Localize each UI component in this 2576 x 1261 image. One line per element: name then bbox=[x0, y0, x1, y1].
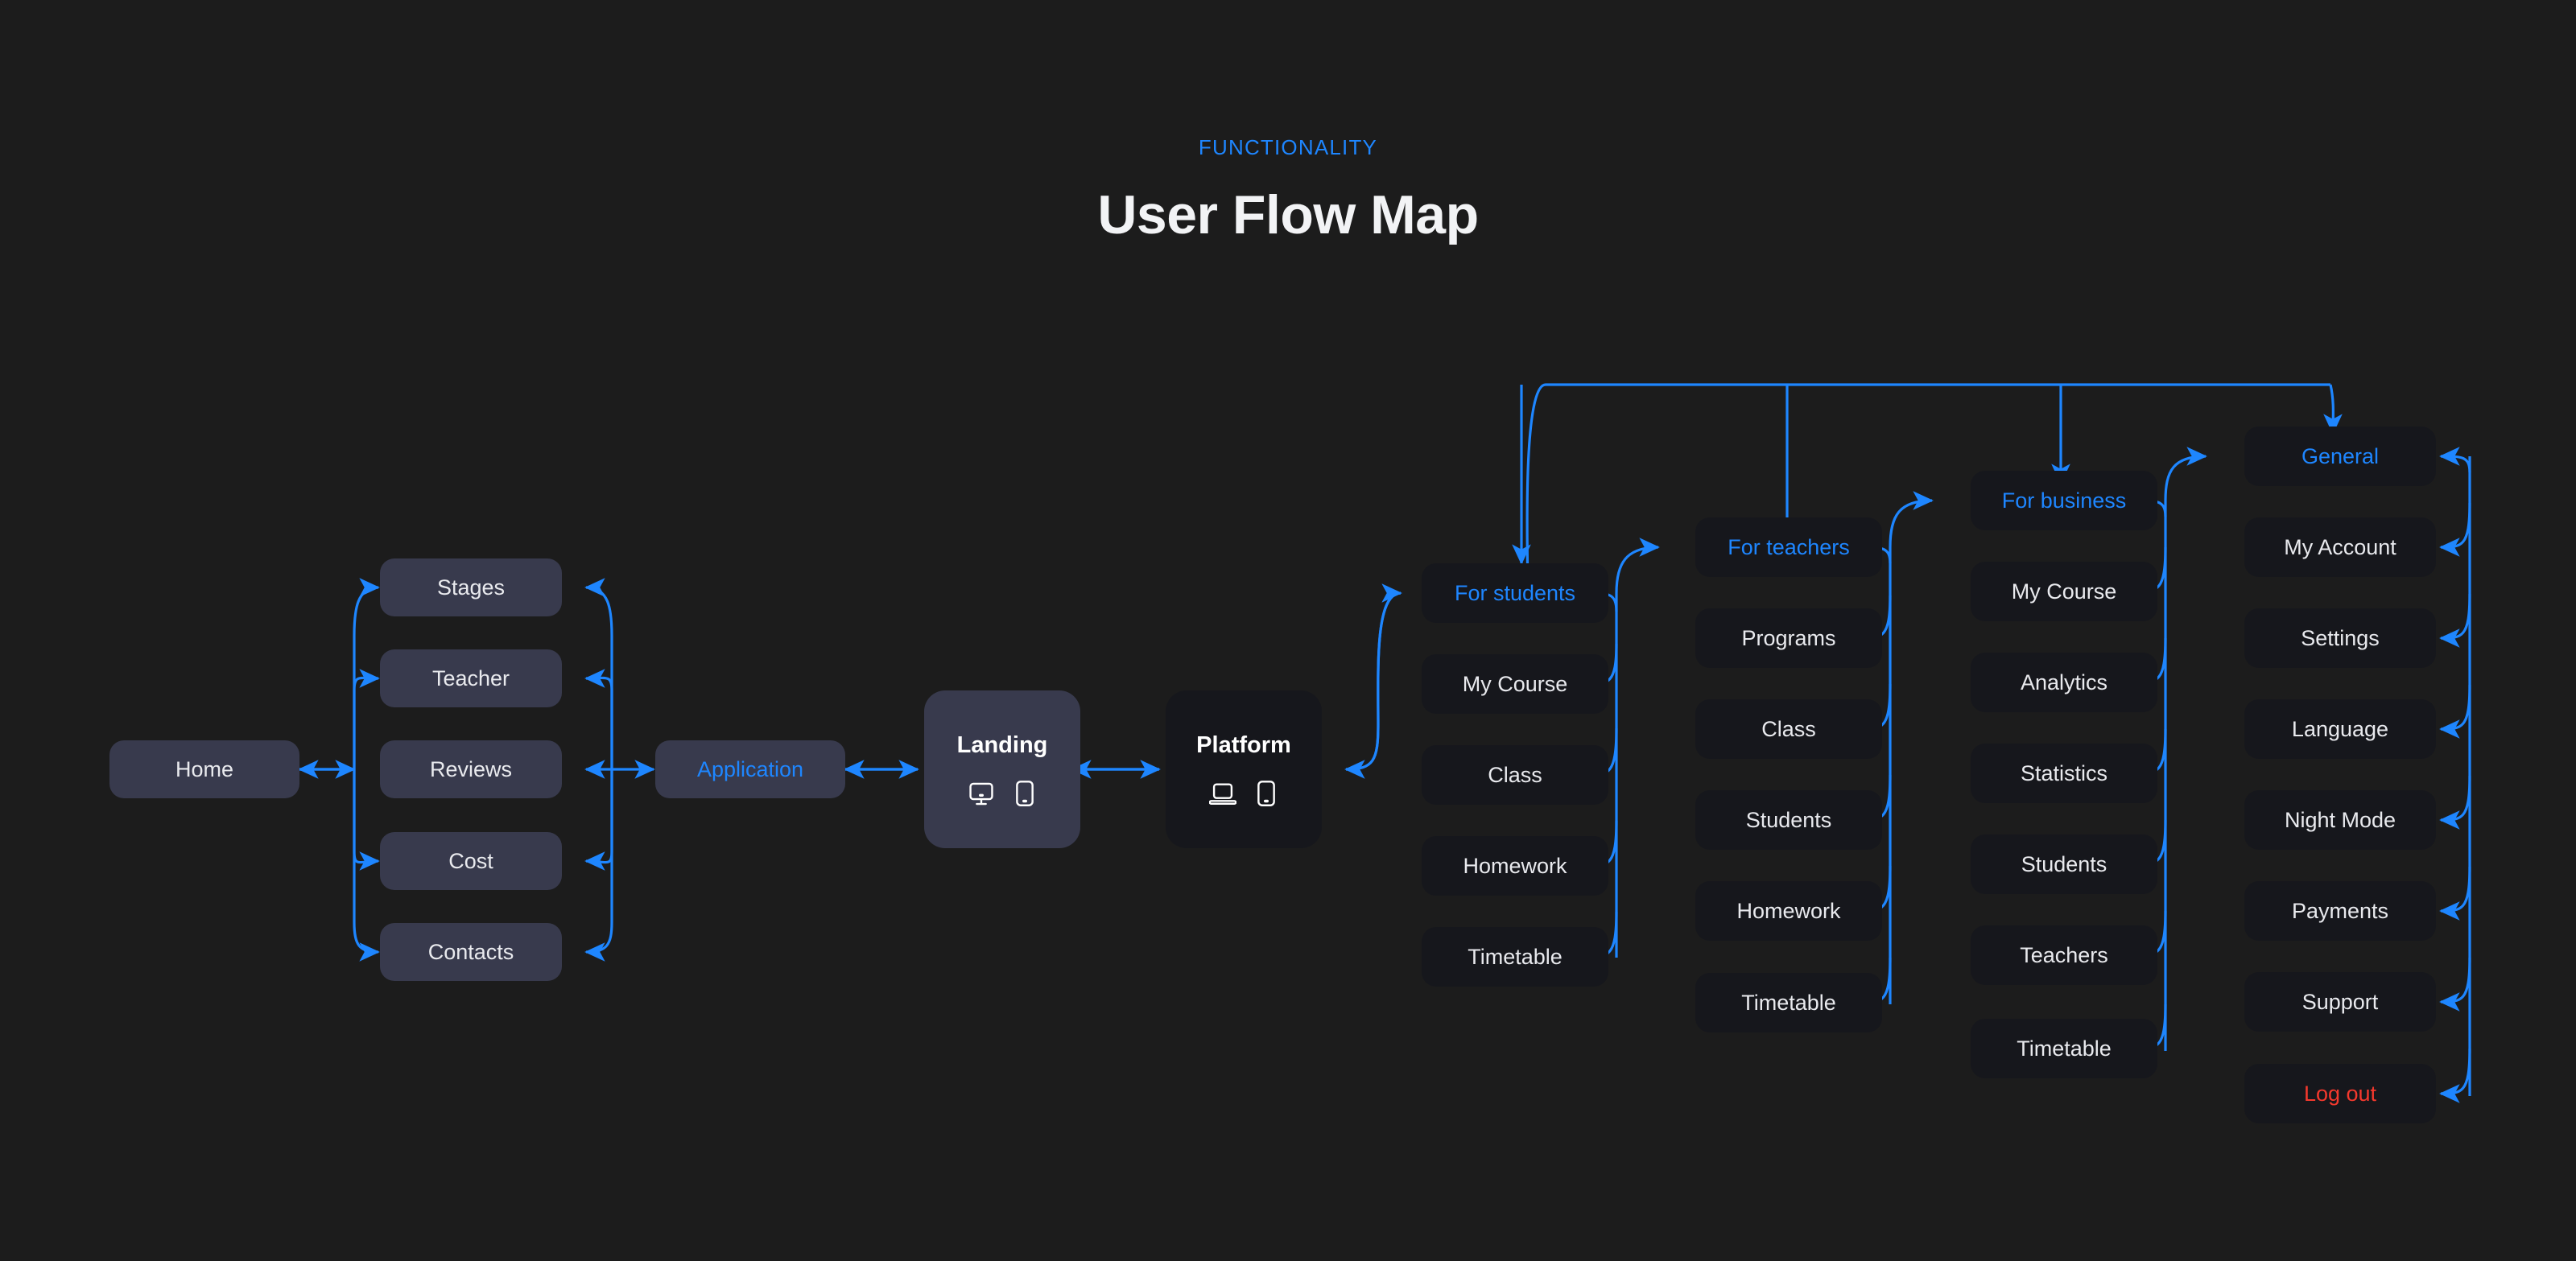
node-label: Language bbox=[2291, 716, 2389, 741]
node-general-settings[interactable]: Settings bbox=[2244, 608, 2436, 668]
node-label: My Course bbox=[1462, 671, 1568, 696]
node-label: For students bbox=[1454, 580, 1576, 605]
node-general-language[interactable]: Language bbox=[2244, 699, 2436, 759]
node-general-log-out[interactable]: Log out bbox=[2244, 1064, 2436, 1123]
node-platform-label: Platform bbox=[1196, 731, 1291, 758]
node-for-students-my-course[interactable]: My Course bbox=[1422, 654, 1608, 714]
node-for-teachers-class[interactable]: Class bbox=[1695, 699, 1882, 759]
node-for-business-statistics[interactable]: Statistics bbox=[1971, 744, 2157, 803]
node-label: General bbox=[2301, 443, 2380, 468]
node-label: Support bbox=[2301, 989, 2379, 1014]
node-for-teachers-timetable[interactable]: Timetable bbox=[1695, 973, 1882, 1032]
node-label: Analytics bbox=[2020, 670, 2108, 694]
monitor-icon bbox=[969, 782, 993, 805]
laptop-icon bbox=[1209, 782, 1236, 805]
node-for-teachers-programs[interactable]: Programs bbox=[1695, 608, 1882, 668]
node-label: Settings bbox=[2301, 625, 2380, 650]
node-label: For business bbox=[2001, 488, 2127, 513]
node-home[interactable]: Home bbox=[109, 740, 299, 798]
node-general-payments[interactable]: Payments bbox=[2244, 881, 2436, 941]
node-for-teachers-homework[interactable]: Homework bbox=[1695, 881, 1882, 941]
node-label: Payments bbox=[2291, 898, 2389, 923]
node-label: Timetable bbox=[1468, 944, 1563, 969]
section-header-general[interactable]: General bbox=[2244, 427, 2436, 486]
node-for-students-homework[interactable]: Homework bbox=[1422, 836, 1608, 896]
node-label: Class bbox=[1761, 716, 1816, 741]
node-label: My Course bbox=[2011, 579, 2117, 604]
node-for-business-timetable[interactable]: Timetable bbox=[1971, 1019, 2157, 1078]
node-for-business-my-course[interactable]: My Course bbox=[1971, 562, 2157, 621]
node-for-business-students[interactable]: Students bbox=[1971, 834, 2157, 894]
node-for-business-teachers[interactable]: Teachers bbox=[1971, 925, 2157, 985]
node-label: Stages bbox=[436, 575, 506, 600]
eyebrow-label: FUNCTIONALITY bbox=[1198, 135, 1378, 159]
node-label: Cost bbox=[448, 848, 493, 873]
node-label: Contacts bbox=[427, 939, 514, 964]
node-label: Programs bbox=[1741, 625, 1836, 650]
node-for-teachers-students[interactable]: Students bbox=[1695, 790, 1882, 850]
node-application[interactable]: Application bbox=[655, 740, 845, 798]
node-label: Log out bbox=[2303, 1081, 2377, 1106]
node-label: Teachers bbox=[2020, 942, 2108, 967]
node-label: Statistics bbox=[2020, 760, 2108, 785]
node-for-students-timetable[interactable]: Timetable bbox=[1422, 927, 1608, 987]
node-label: Students bbox=[1745, 807, 1832, 832]
node-home-child-reviews[interactable]: Reviews bbox=[380, 740, 562, 798]
node-landing[interactable]: Landing bbox=[924, 690, 1080, 848]
node-home-child-cost[interactable]: Cost bbox=[380, 832, 562, 890]
phone-icon bbox=[1016, 780, 1034, 806]
node-home-label: Home bbox=[175, 756, 234, 781]
node-label: Timetable bbox=[1741, 990, 1836, 1015]
node-label: Homework bbox=[1463, 853, 1567, 878]
node-label: Students bbox=[2021, 851, 2107, 876]
section-header-for-students[interactable]: For students bbox=[1422, 563, 1608, 623]
section-header-for-teachers[interactable]: For teachers bbox=[1695, 517, 1882, 577]
node-landing-label: Landing bbox=[956, 731, 1048, 758]
node-platform[interactable]: Platform bbox=[1166, 690, 1322, 848]
node-label: Reviews bbox=[429, 756, 513, 781]
phone-icon bbox=[1257, 780, 1275, 806]
section-header-for-business[interactable]: For business bbox=[1971, 471, 2157, 530]
node-label: For teachers bbox=[1728, 534, 1850, 559]
node-home-child-stages[interactable]: Stages bbox=[380, 558, 562, 616]
node-general-night-mode[interactable]: Night Mode bbox=[2244, 790, 2436, 850]
node-general-my-account[interactable]: My Account bbox=[2244, 517, 2436, 577]
node-home-child-teacher[interactable]: Teacher bbox=[380, 649, 562, 707]
node-home-child-contacts[interactable]: Contacts bbox=[380, 923, 562, 981]
node-for-students-class[interactable]: Class bbox=[1422, 745, 1608, 805]
node-application-label: Application bbox=[696, 756, 804, 781]
node-general-support[interactable]: Support bbox=[2244, 972, 2436, 1032]
node-label: Class bbox=[1488, 762, 1542, 787]
node-label: Night Mode bbox=[2284, 807, 2396, 832]
node-label: Timetable bbox=[2017, 1036, 2112, 1061]
page-title: User Flow Map bbox=[1097, 184, 1479, 245]
node-label: Teacher bbox=[431, 666, 510, 690]
node-label: My Account bbox=[2284, 534, 2396, 559]
node-for-business-analytics[interactable]: Analytics bbox=[1971, 653, 2157, 712]
node-label: Homework bbox=[1736, 898, 1841, 923]
